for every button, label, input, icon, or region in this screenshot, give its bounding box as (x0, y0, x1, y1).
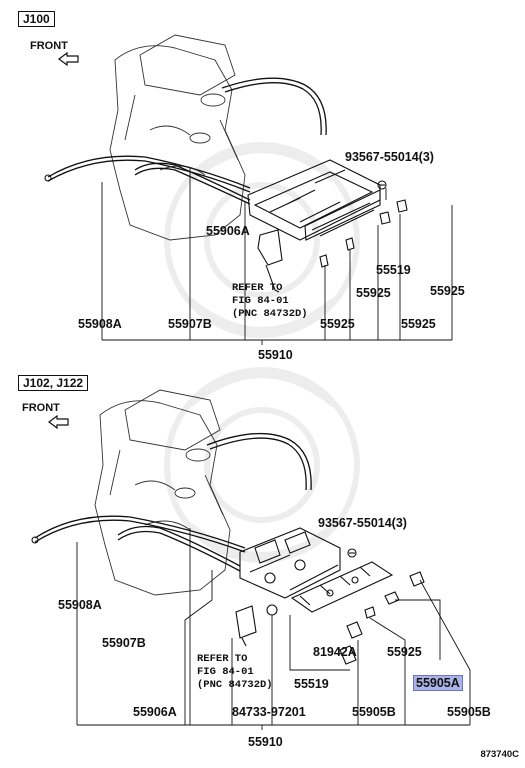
section2-part-81942a: 81942A (313, 645, 357, 659)
section2-refer-line2: FIG 84-01 (197, 666, 254, 678)
section2-refer-line3: (PNC 84732D) (197, 679, 273, 691)
section2-refer-line1: REFER TO (197, 653, 248, 665)
section1-part-55925-b: 55925 (430, 284, 465, 298)
section1-control-unit (247, 159, 381, 293)
section2-control-unit (235, 527, 394, 647)
section2-part-55925: 55925 (387, 645, 422, 659)
section2-part-55905a: 55905A (413, 675, 463, 691)
section2-part-55908a: 55908A (58, 598, 102, 612)
diagram-code: 873740C (480, 749, 519, 760)
section1-front-label: FRONT (30, 40, 68, 52)
section2-part-55519: 55519 (294, 677, 329, 691)
section2-cables (34, 432, 312, 572)
section1-part-55908a: 55908A (78, 317, 122, 331)
section1-part-55925-c: 55925 (320, 317, 355, 331)
section2-front-arrow-icon (48, 414, 70, 430)
section2-part-84733: 84733-97201 (232, 705, 306, 719)
section2-part-55906a: 55906A (133, 705, 177, 719)
section1-refer-line2: FIG 84-01 (232, 295, 289, 307)
section1-part-55925-a: 55925 (356, 286, 391, 300)
section1-part-55910: 55910 (258, 348, 293, 362)
section1-model-tag: J100 (18, 11, 55, 27)
section1-small-parts (44, 174, 408, 268)
section2-part-55907b: 55907B (102, 636, 146, 650)
section1-refer-line3: (PNC 84732D) (232, 308, 308, 320)
section2-engine (94, 389, 231, 596)
section1-part-55906a: 55906A (206, 224, 250, 238)
section2-model-tag: J102, J122 (18, 375, 89, 391)
section2-part-55905b-b: 55905B (447, 705, 491, 719)
section2-part-55910: 55910 (248, 735, 283, 749)
watermark-emblem (164, 142, 360, 563)
section2-part-55905b-a: 55905B (352, 705, 396, 719)
section1-part-clip: 93567-55014(3) (345, 150, 434, 164)
section1-part-55519: 55519 (376, 263, 411, 277)
section2-front-label: FRONT (22, 402, 60, 414)
section1-front-arrow-icon (58, 51, 80, 67)
section1-part-55907b: 55907B (168, 317, 212, 331)
section1-leaders (101, 168, 453, 345)
section1-part-55925-d: 55925 (401, 317, 436, 331)
section2-leaders (76, 528, 471, 730)
section1-engine (109, 34, 246, 241)
section2-part-clip: 93567-55014(3) (318, 516, 407, 530)
section1-cables (47, 77, 327, 205)
section2-part-55905a-highlight: 55905A (413, 675, 463, 691)
section1-refer-line1: REFER TO (232, 282, 283, 294)
